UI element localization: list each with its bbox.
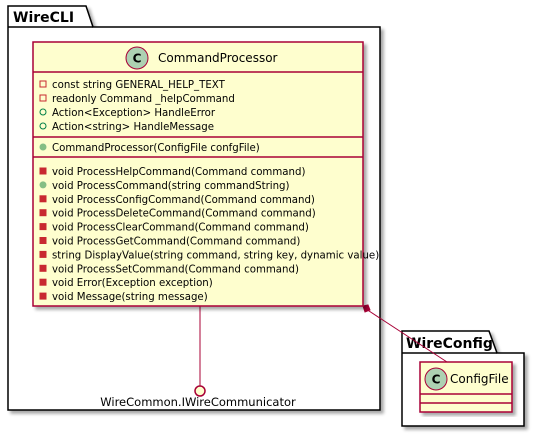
private-visibility-icon (39, 264, 47, 272)
composition-relationship (362, 304, 448, 363)
private-visibility-icon (39, 195, 47, 203)
fields-compartment: const string GENERAL_HELP_TEXT readonly C… (39, 80, 235, 133)
field-row: Action<Exception> HandleError (52, 108, 216, 119)
constructors-compartment: CommandProcessor(ConfigFile confgFile) (39, 143, 260, 154)
method-row: void ProcessSetCommand(Command command) (52, 264, 299, 275)
private-visibility-icon (39, 278, 47, 286)
method-row: void ProcessGetCommand(Command command) (52, 237, 300, 248)
public-visibility-icon (39, 143, 47, 151)
field-row: Action<string> HandleMessage (52, 122, 214, 133)
package-title-wireconfig: WireConfig (406, 336, 493, 352)
method-row: string DisplayValue(string command, stri… (52, 250, 379, 261)
private-visibility-icon (39, 223, 47, 231)
method-row: void ProcessHelpCommand(Command command) (52, 167, 305, 178)
methods-compartment: void ProcessHelpCommand(Command command)… (39, 167, 379, 303)
class-configfile[interactable]: C ConfigFile (419, 361, 513, 413)
method-row: void Error(Exception exception) (52, 278, 213, 289)
method-row: void ProcessClearCommand(Command command… (52, 223, 309, 234)
public-visibility-icon (39, 122, 47, 130)
private-visibility-icon (39, 250, 47, 258)
method-row: void ProcessConfigCommand(Command comman… (52, 195, 315, 206)
field-row: readonly Command _helpCommand (52, 94, 235, 105)
class-spot-letter: C (133, 52, 142, 66)
private-visibility-icon (39, 80, 47, 88)
private-visibility-icon (39, 167, 47, 175)
interface-lollipop (194, 385, 206, 397)
public-visibility-icon (39, 181, 47, 189)
public-visibility-icon (39, 108, 47, 116)
method-row: void ProcessCommand(string commandString… (52, 181, 290, 192)
field-row: const string GENERAL_HELP_TEXT (52, 80, 226, 91)
class-spot-icon: C (424, 367, 448, 391)
composition-diamond (362, 304, 371, 313)
private-visibility-icon (39, 94, 47, 102)
constructor-row: CommandProcessor(ConfigFile confgFile) (52, 143, 260, 154)
class-name-commandprocessor: CommandProcessor (158, 51, 278, 65)
method-row: void Message(string message) (52, 292, 208, 303)
class-name-configfile: ConfigFile (450, 372, 509, 386)
package-title-wirecli: WireCLI (13, 10, 74, 26)
class-spot-icon: C (125, 46, 149, 70)
private-visibility-icon (39, 237, 47, 244)
method-row: void ProcessDeleteCommand(Command comman… (52, 209, 316, 220)
private-visibility-icon (39, 292, 47, 300)
interface-label: WireCommon.IWireCommunicator (100, 395, 296, 409)
class-commandprocessor[interactable]: C CommandProcessor const string GENERAL_… (32, 41, 379, 307)
private-visibility-icon (39, 209, 47, 217)
class-spot-letter: C (432, 373, 441, 387)
